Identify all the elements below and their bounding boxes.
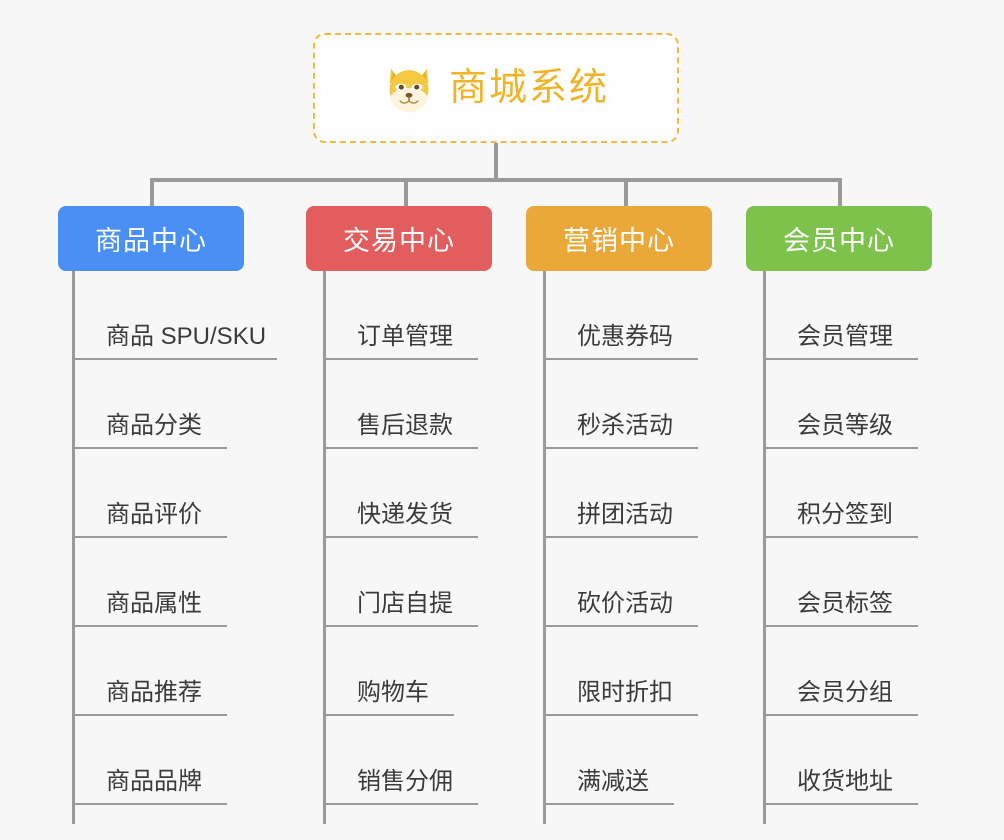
category-label: 商品中心: [95, 226, 207, 256]
connector-drop-4: [838, 178, 842, 208]
sub-item[interactable]: 砍价活动: [543, 538, 698, 627]
sub-item-label: 商品分类: [106, 412, 202, 439]
connector-root-stem: [494, 143, 498, 180]
sub-item[interactable]: 商品推荐: [72, 627, 227, 716]
sub-item-label: 销售分佣: [357, 768, 453, 795]
connector-horizontal-bus: [150, 178, 840, 182]
column-spine: [543, 271, 546, 824]
sub-item[interactable]: 商品分类: [72, 360, 227, 449]
sub-item-label: 商品推荐: [106, 679, 202, 706]
category-box-2[interactable]: 交易中心: [306, 206, 492, 271]
sub-item[interactable]: 商品评价: [72, 449, 227, 538]
category-label: 会员中心: [783, 226, 895, 256]
sub-item[interactable]: 会员标签: [763, 538, 918, 627]
category-box-1[interactable]: 商品中心: [58, 206, 244, 271]
sub-item[interactable]: 快递发货: [323, 449, 478, 538]
sub-item[interactable]: 会员等级: [763, 360, 918, 449]
category-label: 交易中心: [343, 226, 455, 256]
sub-item[interactable]: 限时折扣: [543, 627, 698, 716]
sub-item[interactable]: 拼团活动: [543, 449, 698, 538]
sub-item-label: 订单管理: [357, 323, 453, 350]
sub-item-label: 限时折扣: [577, 679, 673, 706]
sub-item[interactable]: 会员管理: [763, 271, 918, 360]
sub-item[interactable]: 满减送: [543, 716, 674, 805]
sub-item-label: 商品评价: [106, 501, 202, 528]
sub-item[interactable]: 秒杀活动: [543, 360, 698, 449]
sub-item[interactable]: 优惠券码: [543, 271, 698, 360]
sub-item-label: 快递发货: [357, 501, 453, 528]
connector-drop-3: [624, 178, 628, 208]
sub-item-label: 砍价活动: [577, 590, 673, 617]
sub-item[interactable]: 商品 SPU/SKU: [72, 271, 277, 360]
column-spine: [323, 271, 326, 824]
column-spine: [72, 271, 75, 824]
sub-item[interactable]: 积分签到: [763, 449, 918, 538]
sub-item[interactable]: 商品品牌: [72, 716, 227, 805]
sub-item[interactable]: 商品属性: [72, 538, 227, 627]
sub-item[interactable]: 会员分组: [763, 627, 918, 716]
sub-item-label: 商品品牌: [106, 768, 202, 795]
sub-item-label: 会员等级: [797, 412, 893, 439]
sub-item[interactable]: 购物车: [323, 627, 454, 716]
sub-item-label: 会员管理: [797, 323, 893, 350]
sub-item[interactable]: 门店自提: [323, 538, 478, 627]
sub-item-label: 收货地址: [797, 768, 893, 795]
sub-item-label: 积分签到: [797, 501, 893, 528]
sub-item[interactable]: 收货地址: [763, 716, 918, 805]
sub-item-label: 售后退款: [357, 412, 453, 439]
category-box-3[interactable]: 营销中心: [526, 206, 712, 271]
sub-item-label: 会员标签: [797, 590, 893, 617]
sub-item[interactable]: 售后退款: [323, 360, 478, 449]
sub-item[interactable]: 销售分佣: [323, 716, 478, 805]
sub-item-label: 商品 SPU/SKU: [106, 323, 267, 350]
sub-item-label: 满减送: [577, 768, 649, 795]
sub-item-label: 拼团活动: [577, 501, 673, 528]
category-label: 营销中心: [563, 226, 675, 256]
sub-item-label: 商品属性: [106, 590, 202, 617]
sub-item[interactable]: 订单管理: [323, 271, 478, 360]
connector-drop-1: [150, 178, 154, 208]
sub-item-label: 秒杀活动: [577, 412, 673, 439]
category-box-4[interactable]: 会员中心: [746, 206, 932, 271]
sub-item-label: 会员分组: [797, 679, 893, 706]
connector-drop-2: [404, 178, 408, 208]
root-node-title: 商城系统: [448, 67, 609, 109]
sub-item-label: 门店自提: [357, 590, 453, 617]
sub-item-label: 优惠券码: [577, 323, 673, 350]
root-node-mall-system[interactable]: 商城系统: [313, 33, 679, 143]
dog-face-emoji-icon: [383, 62, 435, 114]
column-spine: [763, 271, 766, 824]
sub-item-label: 购物车: [357, 679, 429, 706]
